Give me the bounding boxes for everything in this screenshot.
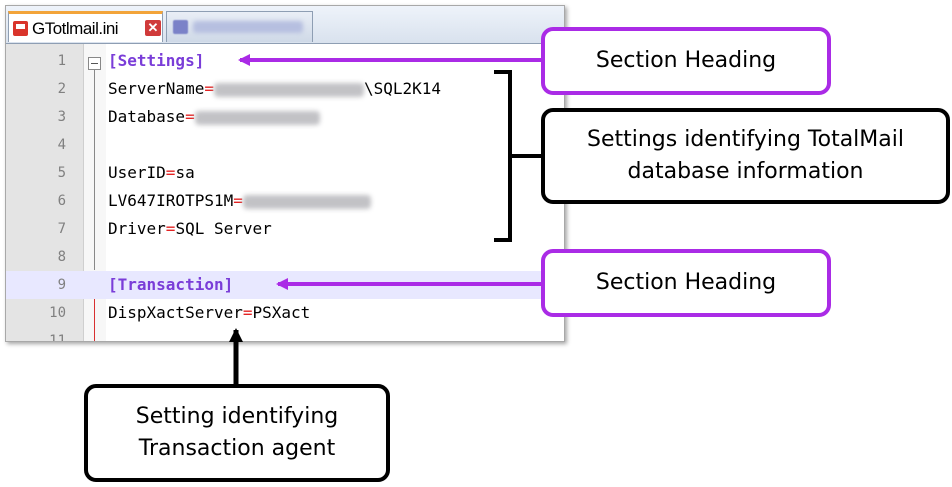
tab-bar: GTotlmail.ini ✕ — [6, 6, 564, 44]
section-heading: [Settings] — [108, 51, 205, 70]
equals-sign: = — [242, 303, 253, 322]
callout-section-heading: Section Heading — [541, 249, 831, 317]
fold-margin — [84, 44, 106, 341]
equals-sign: = — [204, 79, 214, 98]
file-icon — [173, 20, 188, 34]
line-number: 3 — [57, 109, 66, 125]
line-number: 7 — [57, 221, 66, 237]
setting-key: DispXactServer — [108, 303, 243, 322]
line-number: 10 — [49, 305, 66, 321]
setting-key: LV647IROTPS1M — [108, 191, 234, 210]
line-number: 6 — [57, 193, 66, 209]
code-line: 1 [Settings] — [6, 47, 564, 75]
callout-transaction-agent: Setting identifying Transaction agent — [84, 384, 390, 482]
callout-section-heading: Section Heading — [541, 27, 831, 95]
equals-sign: = — [165, 219, 176, 238]
file-icon — [13, 21, 28, 36]
close-icon[interactable]: ✕ — [145, 20, 161, 36]
line-number: 1 — [57, 53, 66, 69]
redacted-value — [194, 110, 320, 125]
setting-key: UserID — [108, 163, 166, 182]
code-line: 3 Database= — [6, 103, 564, 131]
tab-obscured[interactable] — [166, 11, 313, 42]
setting-value: \SQL2K14 — [363, 79, 442, 98]
equals-sign: = — [185, 107, 195, 126]
line-number: 8 — [57, 249, 66, 265]
code-line: 10 DispXactServer=PSXact — [6, 299, 564, 327]
callout-text: Section Heading — [595, 48, 777, 73]
callout-text: Transaction agent — [138, 436, 336, 461]
editor-window: GTotlmail.ini ✕ 1 [Settings] 2 ServerNam… — [5, 5, 565, 342]
tab-label: GTotlmail.ini — [32, 19, 119, 38]
code-line: 6 LV647IROTPS1M= — [6, 187, 564, 215]
code-line: 2 ServerName= \SQL2K14 — [6, 75, 564, 103]
setting-value: SQL Server — [175, 219, 272, 238]
code-text[interactable]: Database= — [108, 103, 320, 131]
callout-settings-database: Settings identifying TotalMail database … — [541, 108, 950, 204]
setting-key: Database — [108, 107, 186, 126]
line-number: 4 — [57, 137, 66, 153]
setting-value: sa — [175, 163, 195, 182]
code-line-current: 9 [Transaction] — [6, 271, 564, 299]
code-text[interactable]: LV647IROTPS1M= — [108, 187, 371, 215]
callout-text: database information — [627, 159, 864, 184]
fold-guide — [94, 70, 95, 270]
setting-key: ServerName — [108, 79, 205, 98]
setting-key: Driver — [108, 219, 166, 238]
fold-guide — [94, 295, 95, 341]
code-line: 4 — [6, 131, 564, 159]
code-text[interactable]: DispXactServer=PSXact — [108, 299, 310, 327]
setting-value: PSXact — [252, 303, 311, 322]
code-text[interactable]: [Transaction] — [108, 271, 233, 299]
code-text[interactable]: UserID=sa — [108, 159, 195, 187]
callout-text: Settings identifying TotalMail — [587, 127, 904, 152]
line-number: 9 — [57, 277, 66, 293]
callout-text: Setting identifying — [135, 404, 339, 429]
equals-sign: = — [233, 191, 243, 210]
line-number: 11 — [49, 333, 66, 342]
code-line: 7 Driver=SQL Server — [6, 215, 564, 243]
code-line: 5 UserID=sa — [6, 159, 564, 187]
equals-sign: = — [165, 163, 176, 182]
code-text[interactable]: Driver=SQL Server — [108, 215, 272, 243]
line-number: 5 — [57, 165, 66, 181]
redacted-value — [213, 82, 364, 97]
fold-minus-icon[interactable] — [88, 57, 101, 70]
tab-label-obscured — [193, 21, 303, 33]
redacted-value — [242, 194, 371, 209]
code-text[interactable]: [Settings] — [108, 47, 204, 75]
line-number: 2 — [57, 81, 66, 97]
tab-gtotlmail-ini[interactable]: GTotlmail.ini ✕ — [8, 11, 163, 42]
code-text[interactable]: ServerName= \SQL2K14 — [108, 75, 441, 103]
code-line: 8 — [6, 243, 564, 271]
section-heading: [Transaction] — [108, 275, 234, 294]
callout-text: Section Heading — [595, 270, 777, 295]
code-line: 11 — [6, 327, 564, 342]
